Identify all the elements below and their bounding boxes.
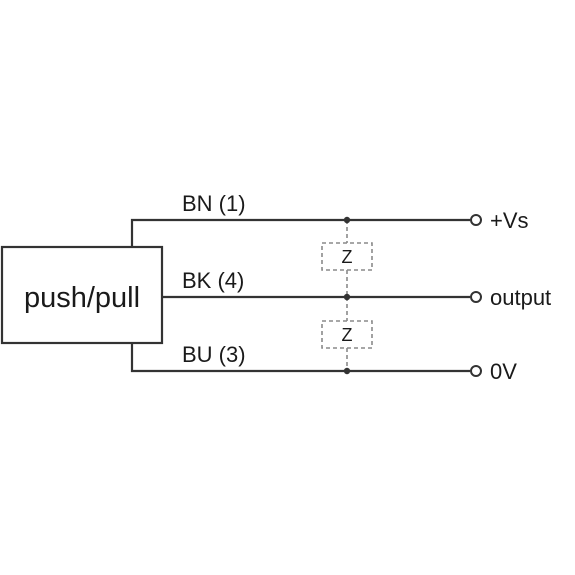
terminal-vs xyxy=(470,214,482,226)
terminal-output-label: output xyxy=(490,285,551,310)
terminal-0v xyxy=(470,365,482,377)
push-pull-label: push/pull xyxy=(24,282,140,314)
junction-bn xyxy=(343,216,351,224)
push-pull-block xyxy=(0,245,164,345)
junction-bu xyxy=(343,367,351,375)
wire-bu-label: BU (3) xyxy=(182,342,246,367)
junction-bk xyxy=(343,293,351,301)
load-z-lower-label: Z xyxy=(342,325,353,345)
load-z-upper-label: Z xyxy=(342,247,353,267)
wire-bk-label: BK (4) xyxy=(182,268,244,293)
wire-bn xyxy=(130,218,470,247)
terminal-output xyxy=(470,291,482,303)
wire-bn-label: BN (1) xyxy=(182,191,246,216)
wire-bu xyxy=(130,343,470,373)
terminal-0v-label: 0V xyxy=(490,359,517,384)
terminal-vs-label: +Vs xyxy=(490,208,529,233)
